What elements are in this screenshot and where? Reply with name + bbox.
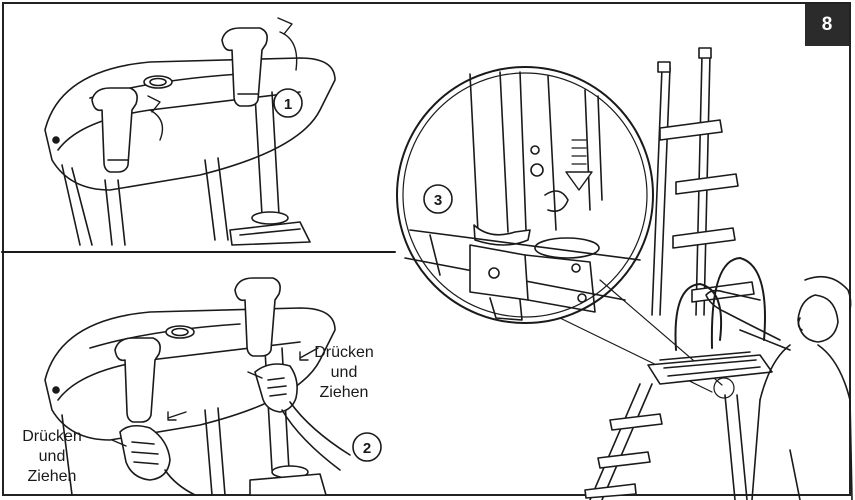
illustration-ladder-with-person	[584, 47, 853, 500]
caption-right-line1: Drücken	[314, 344, 374, 361]
caption-left-line1: Drücken	[22, 428, 82, 445]
illustration-step-3-detail-zoom	[396, 66, 654, 324]
step-1-number: 1	[284, 96, 292, 113]
step-2-marker	[352, 432, 382, 462]
page-number-badge: 8	[805, 4, 849, 46]
caption-press-pull-right: Drücken und Ziehen	[304, 343, 384, 403]
step-3-number: 3	[434, 192, 442, 209]
page-number: 8	[821, 14, 833, 35]
step-1-marker	[273, 88, 303, 118]
caption-right-line3: Ziehen	[319, 384, 369, 401]
caption-right-line2: und	[330, 364, 358, 381]
caption-press-pull-left: Drücken und Ziehen	[12, 427, 92, 487]
illustration-step-1-handle-rotation	[44, 17, 336, 246]
step-3-marker	[423, 184, 453, 214]
caption-left-line3: Ziehen	[27, 468, 77, 485]
illustration-step-2-press-pull	[44, 277, 351, 496]
step-2-number: 2	[363, 440, 371, 457]
caption-left-line2: und	[38, 448, 66, 465]
